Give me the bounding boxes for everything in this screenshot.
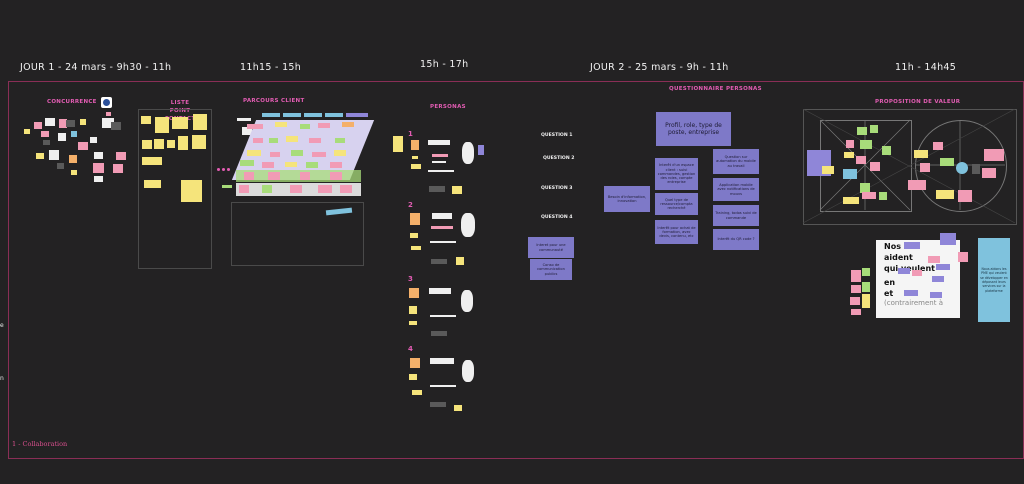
- sticky-note-profil[interactable]: Profil, role, type de poste, entreprise: [656, 112, 731, 146]
- section-title-questionnaire: QUESTIONNAIRE PERSONAS: [669, 86, 762, 92]
- header-slot3: 15h - 17h: [420, 59, 469, 70]
- value-side-note[interactable]: Nous aidons les PME qui veulent se dével…: [978, 238, 1010, 322]
- value-statement-card: Nos aident qui veulent en et (contrairem…: [876, 240, 960, 318]
- section-title-parcours: PARCOURS CLIENT: [243, 98, 305, 104]
- sticky-note-achat[interactable]: Interêt pour achat de formation, avec de…: [655, 220, 698, 244]
- persona-number: 1: [408, 130, 413, 138]
- edge-letter: e: [0, 322, 4, 329]
- sticky-note-communaute[interactable]: Interet pour une communauté: [528, 237, 574, 258]
- section-title-concurrence: CONCURRENCE: [47, 99, 97, 105]
- sticky-note-automation[interactable]: Question sur automation du mobile au tra…: [713, 149, 759, 174]
- edge-letter: n: [0, 375, 4, 382]
- liste-contact-frame: [138, 109, 212, 269]
- question-label: QUESTION 4: [541, 215, 573, 220]
- question-label: QUESTION 3: [541, 186, 573, 191]
- persona-number: 3: [408, 275, 413, 283]
- header-slot5: 11h - 14h45: [895, 62, 957, 73]
- sticky-note-espace-client[interactable]: Interêt d'un espace client : suivi comma…: [655, 158, 698, 190]
- sticky-note-type-ressource[interactable]: Quel type de ressource/compta recherché: [655, 193, 698, 215]
- header-day2: JOUR 2 - 25 mars - 9h - 11h: [590, 62, 729, 73]
- question-label: QUESTION 2: [543, 156, 575, 161]
- parcours-empty-frame: [231, 202, 364, 266]
- header-day1: JOUR 1 - 24 mars - 9h30 - 11h: [20, 62, 172, 73]
- value-word: et: [884, 289, 894, 298]
- frame-label-collaboration[interactable]: 1 - Collaboration: [12, 440, 68, 448]
- section-title-proposition: PROPOSITION DE VALEUR: [875, 99, 961, 105]
- sticky-note-training[interactable]: Training, todos suivi de commande: [713, 205, 759, 226]
- section-title-personas: PERSONAS: [430, 104, 466, 110]
- value-word: aident: [884, 253, 913, 262]
- sticky-note-conso[interactable]: Conso de communication publics: [530, 259, 572, 280]
- sticky-note-qr[interactable]: Interêt du QR code ?: [713, 229, 759, 250]
- persona-number: 2: [408, 201, 413, 209]
- value-word: en: [884, 278, 896, 287]
- value-word: Nos: [884, 242, 901, 251]
- question-label: QUESTION 1: [541, 133, 573, 138]
- value-word: (contrairement à: [884, 299, 944, 307]
- sticky-note-application[interactable]: Application mobile avec notifications de…: [713, 178, 759, 201]
- header-slot2: 11h15 - 15h: [240, 62, 302, 73]
- competitor-logo: [101, 97, 112, 108]
- persona-number: 4: [408, 345, 413, 353]
- sticky-note-besoin[interactable]: Besoin d'information, innovation: [604, 186, 650, 212]
